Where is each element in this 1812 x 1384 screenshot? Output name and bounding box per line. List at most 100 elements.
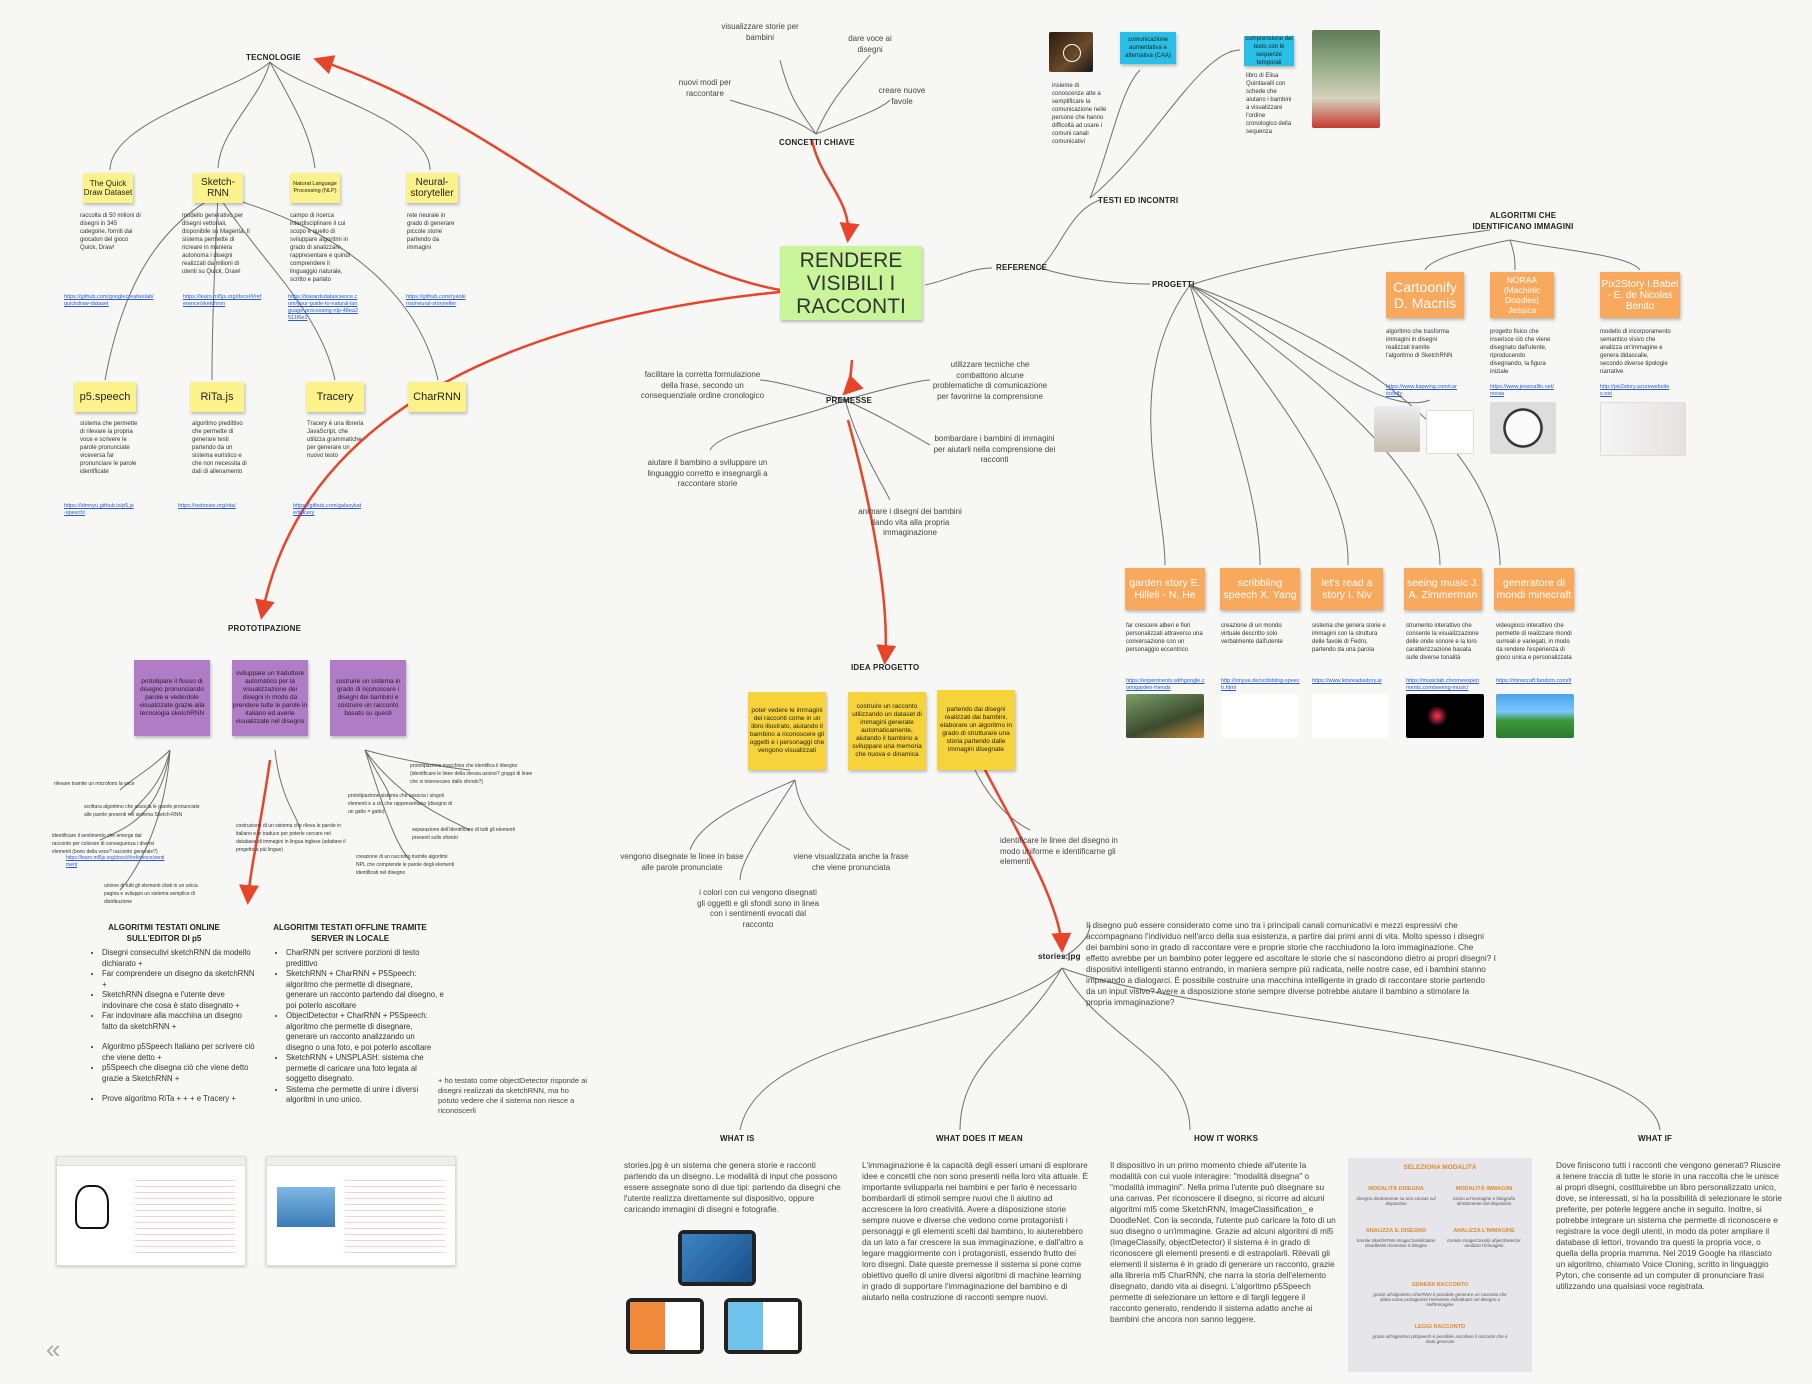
list-item: Disegni consecutivi sketchRNN da modello…	[102, 948, 257, 969]
tech-sticky[interactable]: Tracery	[306, 382, 364, 412]
project-sticky[interactable]: seeing music J. A. Zimmerman	[1404, 568, 1482, 610]
cartoonify-drawing	[1426, 410, 1474, 454]
reference-label: REFERENCE	[996, 263, 1048, 272]
tech-link[interactable]: https://towardsdatascience.com/your-guid…	[288, 294, 359, 321]
premessa-item: aiutare il bambino a sviluppare un lingu…	[647, 458, 768, 488]
idea-sticky[interactable]: partendo dai disegni realizzati dai bamb…	[937, 690, 1015, 770]
project-desc: far crescere alberi e fiori personalizza…	[1126, 623, 1203, 653]
tech-sticky[interactable]: RiTa.js	[190, 382, 244, 412]
list-item: SketchRNN + CharRNN + P5Speech: algoritm…	[286, 969, 444, 1011]
algo-desc: progetto fisico che inserisce ciò che vi…	[1490, 329, 1551, 375]
project-link[interactable]: https://minecraft.fandom.com/it	[1496, 678, 1572, 684]
concept-item: visualizzare storie per bambini	[721, 22, 799, 42]
proto-note: prototipazione sistema che associa i sin…	[348, 793, 452, 815]
testi-sticky-label: comunicazione aumentativa e alternativa …	[1125, 37, 1171, 59]
project-sticky[interactable]: scribbling speech X. Yang	[1220, 568, 1300, 610]
tablet-mockup	[678, 1230, 756, 1286]
algo-link[interactable]: https://www.kapwing.com/cartoonify	[1386, 384, 1457, 397]
tech-name: The Quick Draw Dataset	[83, 179, 133, 197]
algo-sticky[interactable]: NORAA (Machinic Doodles) Jessica	[1490, 272, 1554, 318]
algo-link[interactable]: https://www.jessicallin.net/noraa	[1490, 384, 1554, 397]
collapse-panel-icon[interactable]: «	[46, 1334, 61, 1364]
tech-link[interactable]: https://github.com/googlecreativelab/qui…	[64, 294, 154, 307]
idea-sticky[interactable]: costruire un racconto utilizzando un dat…	[848, 692, 926, 770]
noraa-image	[1490, 402, 1556, 454]
list-item: CharRNN per scrivere porzioni di testo p…	[286, 948, 444, 969]
algo-sticky[interactable]: Pix2Story I.Babel - E. de Nicolas Benito	[1600, 272, 1680, 318]
idea-sticky[interactable]: poter vedere le immagini dei racconti co…	[748, 692, 826, 770]
idea-item: viene visualizzata anche la frase che vi…	[793, 852, 909, 872]
seeing-music-image	[1406, 694, 1484, 738]
section-text: Dove finiscono tutti i racconti che veng…	[1556, 1160, 1782, 1291]
list-item: Far indovinare alla macchina un disegno …	[102, 1011, 257, 1032]
project-sticky[interactable]: generatore di mondi minecraft	[1494, 568, 1574, 610]
testi-sticky[interactable]: comprensione del testo con le sequenze t…	[1244, 36, 1294, 66]
play-icon	[1063, 44, 1081, 62]
idea-sticky-text: poter vedere le immagini dei racconti co…	[749, 707, 825, 754]
flow-step: LEGGI RACCONTO	[1414, 1324, 1466, 1330]
project-name: generatore di mondi minecraft	[1496, 577, 1572, 601]
minecraft-image	[1496, 694, 1574, 738]
tech-link[interactable]: https://github.com/galaxykate/tracery	[293, 503, 362, 516]
tech-sticky[interactable]: p5.speech	[74, 382, 136, 412]
proto-sticky[interactable]: sviluppare un traduttore automatico per …	[232, 660, 308, 736]
list-item: SketchRNN + UNSPLASH: sistema che permet…	[286, 1053, 444, 1085]
flow-step: MODALITÀ DISEGNA	[1368, 1186, 1424, 1192]
project-name: scribbling speech X. Yang	[1223, 577, 1297, 601]
algo-desc: algoritmo che trasforma immagini in dise…	[1386, 329, 1453, 359]
tech-sticky[interactable]: The Quick Draw Dataset	[83, 173, 133, 203]
project-link[interactable]: http://xinyue.de/scribbling-speech.html	[1221, 678, 1300, 691]
list-item: Prove algoritmo RiTa + + + e Tracery +	[102, 1094, 257, 1105]
tech-sticky[interactable]: Natural Language Processing (NLP)	[290, 173, 340, 203]
proto-note: prototipazione macchina che identifica i…	[410, 763, 533, 785]
proto-note: unione di tutti gli elementi citati in u…	[104, 883, 198, 905]
algo-sticky[interactable]: Cartoonify D. Macnis	[1386, 272, 1464, 318]
flow-desc: grazie all'algoritmo CharRNN è possibile…	[1373, 1292, 1507, 1307]
book-cover	[1312, 30, 1380, 128]
p5-editor-screenshot	[56, 1156, 246, 1266]
tech-sticky[interactable]: Sketch-RNN	[193, 173, 243, 203]
video-thumbnail[interactable]	[1049, 32, 1093, 72]
flow-desc: carico un'immagine o fotografia direttam…	[1452, 1196, 1516, 1206]
algo-offline-title: ALGORITMI TESTATI OFFLINE TRAMITE SERVER…	[273, 923, 427, 943]
central-topic[interactable]: RENDERE VISIBILI I RACCONTI	[780, 246, 922, 320]
idea-sticky-text: costruire un racconto utilizzando un dat…	[852, 703, 922, 758]
tech-desc: algoritmo predittivo che permette di gen…	[192, 421, 247, 475]
algoritmi-label: ALGORITMI CHE IDENTIFICANO IMMAGINI	[1472, 211, 1574, 231]
proto-sticky[interactable]: prototipare il flusso di disegno pronunc…	[134, 660, 210, 736]
proto-note: identificare il sentimento che emerge da…	[52, 833, 158, 855]
project-sticky[interactable]: garden story E. Hilleli - N. He	[1125, 568, 1205, 610]
flow-desc: grazie all'algoritmo p5Speech è possibil…	[1372, 1334, 1508, 1344]
project-link[interactable]: https://experiments.withgoogle.com/garde…	[1126, 678, 1205, 691]
proto-link[interactable]: https://learn.ml5js.org/docs/#/reference…	[66, 855, 165, 868]
project-link[interactable]: https://www.letsreadastory.ai	[1312, 678, 1382, 684]
tech-link[interactable]: https://idmnyu.github.io/p5.js-speech/	[64, 503, 134, 516]
algo-name: Pix2Story I.Babel - E. de Nicolas Benito	[1601, 278, 1679, 312]
tech-link[interactable]: https://learn.ml5js.org/docs/#/reference…	[183, 294, 262, 307]
testi-sticky[interactable]: comunicazione aumentativa e alternativa …	[1120, 32, 1176, 64]
proto-sticky-text: sviluppare un traduttore automatico per …	[232, 670, 308, 725]
flow-step: MODALITÀ IMMAGINI	[1455, 1186, 1513, 1192]
algo-link[interactable]: http://pix2story.azurewebsites.net	[1600, 384, 1670, 397]
list-item: Sistema che permette di unire i diversi …	[286, 1085, 444, 1106]
idea-item: vengono disegnate le linee in base alle …	[620, 852, 744, 872]
algo-online-list: Disegni consecutivi sketchRNN da modello…	[90, 948, 257, 1105]
concept-item: creare nuove favole	[878, 86, 926, 106]
project-sticky[interactable]: let's read a story I. Niv	[1311, 568, 1383, 610]
project-link[interactable]: https://musiclab.chromeexperiments.com/s…	[1406, 678, 1480, 691]
tablet-mockup	[626, 1298, 704, 1354]
flow-diagram: SELEZIONA MODALITÀ MODALITÀ DISEGNA MODA…	[1348, 1158, 1532, 1372]
tech-sticky[interactable]: Neural-storyteller	[406, 173, 458, 203]
tech-link[interactable]: https://rednoise.org/rita/	[178, 503, 236, 509]
prototipazione-label: PROTOTIPAZIONE	[228, 624, 302, 633]
testi-desc: insieme di conoscenze atte a semplificar…	[1052, 83, 1107, 145]
algo-desc: modello di incorporamento semantico visi…	[1600, 329, 1671, 375]
tech-sticky[interactable]: CharRNN	[408, 382, 466, 412]
progetti-label: PROGETTI	[1152, 280, 1195, 289]
proto-sticky[interactable]: costruire un sistema in grado di riconos…	[330, 660, 406, 736]
tech-desc: Tracery è una libreria JavaScript, che u…	[307, 421, 364, 459]
stories-label: stories.jpg	[1038, 952, 1081, 961]
tech-desc: rete neurale in grado di generare piccol…	[407, 213, 455, 251]
tech-link[interactable]: https://github.com/ryankiros/neural-stor…	[406, 294, 466, 307]
